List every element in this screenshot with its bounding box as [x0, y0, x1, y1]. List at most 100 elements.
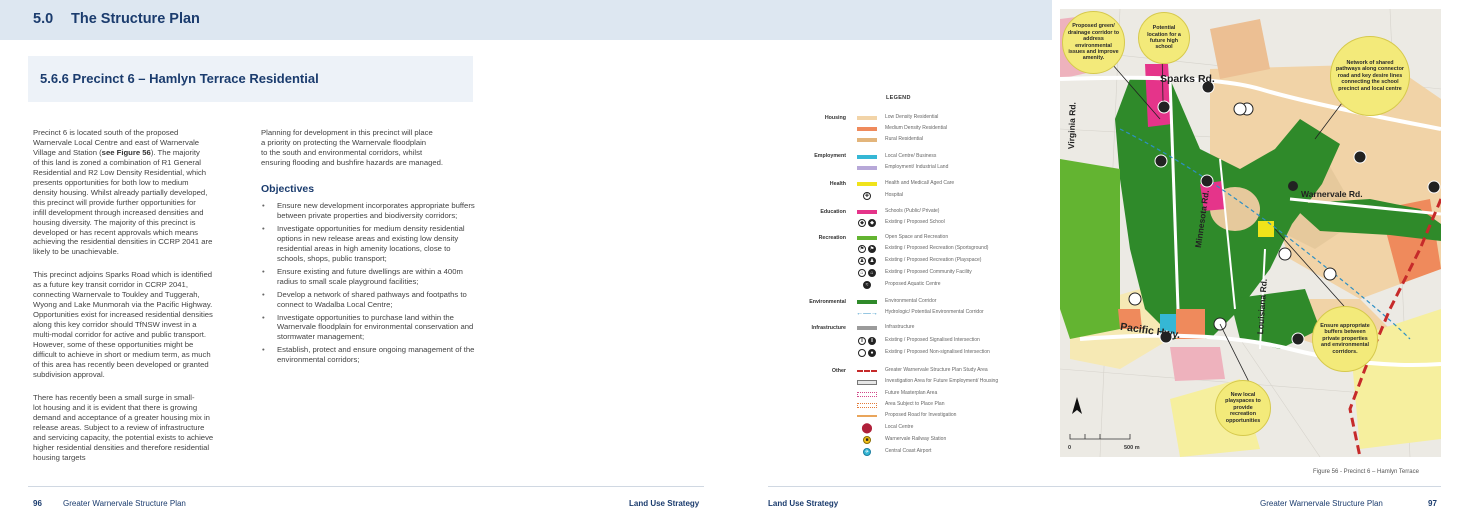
- objective-item: Establish, protect and ensure ongoing ma…: [261, 345, 479, 365]
- footer-doc-title-left: Greater Warnervale Structure Plan: [63, 499, 186, 508]
- text-line: lot housing and it is evident that there…: [33, 402, 198, 412]
- study-area-line-icon: [856, 365, 878, 377]
- text-line: difficult to achieve in short or medium …: [33, 349, 211, 359]
- intro-paragraph: Planning for development in this precinc…: [261, 128, 479, 168]
- callout-high-school: Potential location for a future high sch…: [1138, 12, 1190, 64]
- text-line: density housing. Whilst already partiall…: [33, 187, 208, 197]
- text-line: and servicing capacity, the potential ex…: [33, 432, 214, 442]
- legend-category-employment: Employment: [814, 153, 846, 159]
- legend-swatch-low-density: [856, 112, 878, 124]
- text-line: higher residential densities and therefo…: [33, 442, 210, 452]
- legend-label: Low Density Residential: [885, 114, 939, 120]
- legend-swatch-health: [856, 178, 878, 190]
- text-line: connecting Warnervale to Toukley and Tug…: [33, 289, 200, 299]
- legend-label: Existing / Proposed Community Facility: [885, 269, 972, 275]
- legend-label: Infrastructure: [885, 324, 915, 330]
- text-line: achieving the residential densities in C…: [33, 237, 213, 247]
- text-line: housing targets: [33, 452, 86, 462]
- proposed-road-icon: [856, 410, 878, 422]
- legend-label: Rural Residential: [885, 136, 924, 142]
- north-arrow-icon: [1070, 395, 1084, 415]
- body-paragraph-2: This precinct adjoins Sparks Road which …: [33, 270, 251, 379]
- place-plan-area-icon: [856, 399, 878, 411]
- figure-caption: Figure 56 - Precinct 6 – Hamlyn Terrace: [1313, 469, 1419, 475]
- legend-label: Investigation Area for Future Employment…: [885, 378, 999, 384]
- aquatic-centre-icon: ≈: [856, 279, 878, 291]
- text-line: Precinct 6 is located south of the propo…: [33, 128, 179, 137]
- investigation-area-icon: [856, 376, 878, 388]
- callout-buffers: Ensure appropriate buffers between priva…: [1312, 306, 1378, 372]
- footer-section-right: Land Use Strategy: [768, 499, 839, 508]
- text-line: There has recently been a small surge in…: [33, 393, 195, 402]
- road-label-virginia: Virginia Rd.: [1066, 101, 1078, 150]
- text-line: However, some of these opportunities mig…: [33, 339, 194, 349]
- objective-item: Ensure existing and future dwellings are…: [261, 267, 479, 287]
- text-line: as a future key transit corridor in CCRP…: [33, 279, 188, 289]
- airport-icon: ✈: [863, 448, 871, 456]
- legend-swatch-local-centre: [856, 151, 878, 163]
- text-line: a priority on protecting the Warnervale …: [261, 137, 427, 147]
- legend-swatch-open-space: [856, 232, 878, 244]
- objective-item: Investigate opportunities for medium den…: [261, 224, 479, 264]
- legend-label: Proposed Aquatic Centre: [885, 281, 941, 287]
- callout-green-corridor: Proposed green/ drainage corridor to add…: [1062, 11, 1125, 74]
- text-line: subdivision approval.: [33, 369, 105, 379]
- legend-title: LEGEND: [886, 95, 911, 101]
- objective-item: Investigate opportunities to purchase la…: [261, 313, 479, 343]
- railway-station-icon: ■: [856, 434, 878, 446]
- legend-label: Existing / Proposed Signalised Intersect…: [885, 337, 980, 343]
- local-centre-pin-icon: ⬤: [861, 422, 873, 434]
- callout-playspaces: New local playspaces to provide recreati…: [1215, 380, 1271, 436]
- precinct-heading-box: 5.6.6 Precinct 6 – Hamlyn Terrace Reside…: [28, 56, 473, 102]
- objective-item: Develop a network of shared pathways and…: [261, 290, 479, 310]
- scale-end-label: 500 m: [1124, 445, 1140, 451]
- legend-label: Existing / Proposed Recreation (Sportsgr…: [885, 245, 989, 251]
- legend-swatch-employment: [856, 162, 878, 174]
- text-line: developed or has recent approvals which …: [33, 227, 198, 237]
- masterplan-area-icon: [856, 388, 878, 400]
- footer-doc-title-right: Greater Warnervale Structure Plan: [1260, 499, 1383, 508]
- footer-divider-left: [28, 486, 704, 487]
- text-line: likely to be unachievable.: [33, 247, 119, 257]
- legend-label: Health and Medical/ Aged Care: [885, 180, 955, 186]
- community-facility-icon: ⌂⌂: [856, 267, 878, 279]
- section-header-bar: 5.0 The Structure Plan: [0, 0, 1052, 40]
- text-line: to the south and environmental corridors…: [261, 147, 423, 157]
- precinct-heading: 5.6.6 Precinct 6 – Hamlyn Terrace Reside…: [40, 71, 319, 86]
- figure-reference[interactable]: see Figure 56: [101, 147, 151, 157]
- text-line: demand and acceptance of a greater housi…: [33, 412, 210, 422]
- text-line: Planning for development in this precinc…: [261, 128, 433, 137]
- legend-label: Environmental Corridor: [885, 298, 937, 304]
- legend-label: Proposed Road for Investigation: [885, 412, 957, 418]
- hospital-icon: ✚: [863, 192, 871, 200]
- text-line: Village and Station (see Figure 56). The…: [33, 147, 200, 157]
- objectives-list: Ensure new development incorporates appr…: [261, 201, 479, 368]
- text-line: Residential and R2 Low Density Residenti…: [33, 167, 207, 177]
- legend-swatch-schools: [856, 206, 878, 218]
- body-paragraph-3: There has recently been a small surge in…: [33, 393, 251, 463]
- legend-label: Warnervale Railway Station: [885, 436, 947, 442]
- map-legend: LEGEND Housing Low Density Residential M…: [800, 92, 1050, 467]
- sportsground-icon: ⚑⚑: [858, 245, 876, 253]
- school-icon: ◆◆: [856, 217, 878, 229]
- section-title: The Structure Plan: [71, 11, 200, 27]
- text-line: of this area has recently been developed…: [33, 359, 209, 369]
- legend-label: Existing / Proposed School: [885, 219, 945, 225]
- traffic-signal-icon: ‖‖: [856, 335, 878, 347]
- text-line: Opportunities exist for increased reside…: [33, 309, 213, 319]
- text-line: infill development through increased den…: [33, 207, 204, 217]
- callout-shared-pathways: Network of shared pathways along connect…: [1330, 36, 1410, 116]
- text-line: this precinct will provide further oppor…: [33, 197, 196, 207]
- text-line: housing diversity. The majority of this …: [33, 217, 196, 227]
- text-line: This precinct adjoins Sparks Road which …: [33, 270, 213, 279]
- text-line: ensuring flooding and bushfire hazards a…: [261, 157, 444, 167]
- legend-category-health: Health: [829, 181, 846, 187]
- legend-label: Local Centre: [885, 424, 914, 430]
- legend-label: Employment/ Industrial Land: [885, 164, 949, 170]
- objective-item: Ensure new development incorporates appr…: [261, 201, 479, 221]
- legend-label: Hospital: [885, 192, 904, 198]
- legend-label: Future Masterplan Area: [885, 390, 938, 396]
- legend-swatch-rural: [856, 134, 878, 146]
- legend-swatch-medium-density: [856, 123, 878, 135]
- legend-label: Medium Density Residential: [885, 125, 947, 131]
